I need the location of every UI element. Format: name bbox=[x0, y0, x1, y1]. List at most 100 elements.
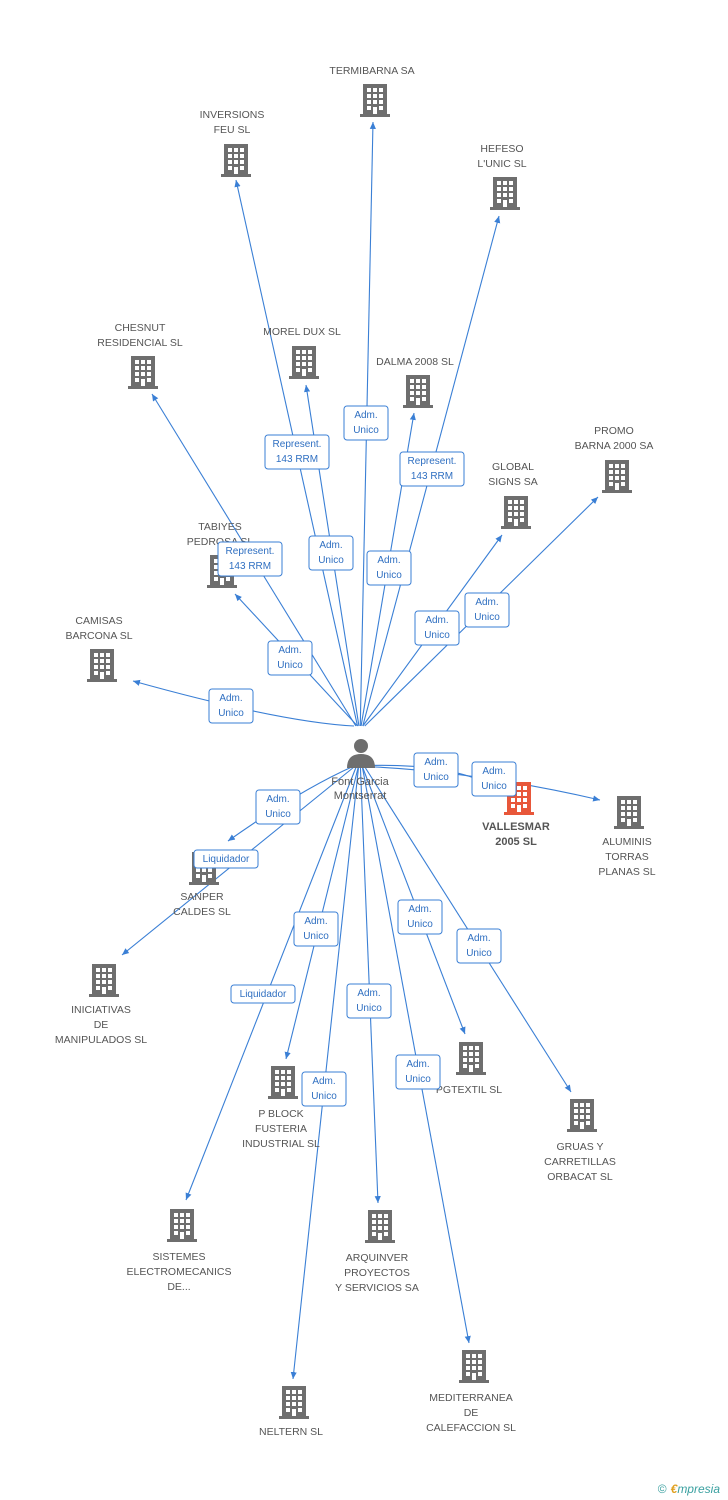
edge-label-text: Unico bbox=[481, 781, 507, 792]
building-icon bbox=[221, 144, 251, 177]
building-icon bbox=[614, 796, 644, 829]
edge-label-hefeso[interactable]: Represent. 143 RRM bbox=[399, 451, 465, 487]
company-label: DE bbox=[464, 1407, 479, 1419]
company-label: CARRETILLAS bbox=[544, 1156, 616, 1168]
edge-label-neltern[interactable]: Adm.Unico bbox=[301, 1071, 347, 1107]
company-label: ARQUINVER bbox=[346, 1252, 409, 1264]
edge-label-gruas[interactable]: Adm.Unico bbox=[456, 928, 502, 964]
company-label: VALLESMAR bbox=[482, 821, 550, 833]
edge-label-box bbox=[255, 789, 301, 825]
edge-label-pgtextil[interactable]: Adm.Unico bbox=[397, 899, 443, 935]
edge-label-morel-dux[interactable]: Adm. Unico bbox=[308, 535, 354, 571]
edge-label-box bbox=[208, 688, 254, 724]
edge-label-text: Unico bbox=[318, 555, 344, 566]
edge-label-chesnut[interactable]: Represent. 143 RRM bbox=[217, 541, 283, 577]
edge-label-text: Represent. bbox=[226, 546, 275, 557]
company-label: ALUMINIS bbox=[602, 836, 652, 848]
edge-label-sanper-caldes[interactable]: Adm.Unico bbox=[255, 789, 301, 825]
company-label: PROYECTOS bbox=[344, 1267, 410, 1279]
company-node-termibarna[interactable]: TERMIBARNA SA bbox=[329, 65, 415, 117]
company-label: CAMISAS bbox=[75, 615, 122, 627]
edge-label-text: 143 RRM bbox=[229, 561, 271, 572]
edge-label-promo-barna[interactable]: Adm.Unico bbox=[464, 592, 510, 628]
edge-label-text: Represent. bbox=[273, 439, 322, 450]
edge-label-inversions-feu[interactable]: Represent.143 RRM bbox=[264, 434, 330, 470]
edge-label-text: Unico bbox=[423, 772, 449, 783]
edge-label-mediterranea[interactable]: Adm.Unico bbox=[395, 1054, 441, 1090]
edge-label-text: Adm. bbox=[304, 916, 327, 927]
building-icon bbox=[403, 375, 433, 408]
edge-label-aluminis-torras[interactable]: Adm. Unico bbox=[471, 761, 517, 797]
building-icon bbox=[128, 356, 158, 389]
building-icon bbox=[268, 1066, 298, 1099]
company-label: SIGNS SA bbox=[488, 476, 538, 488]
edge-label-text: Adm. bbox=[219, 693, 242, 704]
edge-label-box bbox=[267, 640, 313, 676]
edge-label-tabiyes-pedrosa[interactable]: Adm. Unico bbox=[267, 640, 313, 676]
edge-label-text: Unico bbox=[424, 630, 450, 641]
copyright-symbol: © bbox=[657, 1482, 667, 1496]
edge-label-iniciativas[interactable]: Liquidador bbox=[193, 849, 259, 869]
edge-label-text: Represent. bbox=[408, 456, 457, 467]
edge-label-box bbox=[464, 592, 510, 628]
company-label: FUSTERIA bbox=[255, 1123, 307, 1135]
edge-label-box bbox=[193, 849, 259, 869]
edge-label-box bbox=[308, 535, 354, 571]
edge-label-text: Unico bbox=[376, 570, 402, 581]
brand-logo[interactable]: €mpresia bbox=[671, 1482, 720, 1496]
edge-label-text: Unico bbox=[265, 809, 291, 820]
edge-label-box bbox=[413, 752, 459, 788]
edge-label-text: Unico bbox=[303, 931, 329, 942]
edge-label-text: Unico bbox=[356, 1003, 382, 1014]
edge-label-termibarna[interactable]: Adm. Unico bbox=[343, 405, 389, 441]
edge-label-text: Unico bbox=[277, 660, 303, 671]
edge-label-text: Adm. bbox=[278, 645, 301, 656]
company-label: ELECTROMECANICS bbox=[126, 1266, 231, 1278]
company-node-sistemes[interactable]: SISTEMESELECTROMECANICSDE... bbox=[126, 1209, 232, 1293]
building-icon bbox=[456, 1042, 486, 1075]
company-label: TORRAS bbox=[605, 851, 649, 863]
company-node-dalma-2008[interactable]: DALMA 2008 SL bbox=[376, 356, 454, 408]
edge-label-text: Adm. bbox=[354, 410, 377, 421]
company-label: CHESNUT bbox=[115, 322, 166, 334]
edge-label-text: 143 RRM bbox=[411, 471, 453, 482]
edge-label-arquinver[interactable]: Adm. Unico bbox=[346, 983, 392, 1019]
company-node-neltern[interactable]: NELTERN SL bbox=[259, 1386, 323, 1438]
edge-label-p-block[interactable]: Adm. Unico bbox=[293, 911, 339, 947]
building-icon bbox=[360, 84, 390, 117]
edge-label-vallesmar[interactable]: Adm.Unico bbox=[413, 752, 459, 788]
building-icon bbox=[490, 177, 520, 210]
edge-label-text: Unico bbox=[353, 425, 379, 436]
person-name: Font Garcia bbox=[331, 776, 389, 788]
edge-label-global-signs[interactable]: Adm.Unico bbox=[414, 610, 460, 646]
company-label: DALMA 2008 SL bbox=[376, 356, 454, 368]
edge-label-camisas-barcona[interactable]: Adm.Unico bbox=[208, 688, 254, 724]
company-label: TABIYES bbox=[198, 521, 242, 533]
edge-label-sistemes[interactable]: Liquidador bbox=[230, 984, 296, 1004]
edge-label-text: Adm. bbox=[482, 766, 505, 777]
company-node-morel-dux[interactable]: MOREL DUX SL bbox=[263, 326, 341, 379]
edge-label-dalma-2008[interactable]: Adm.Unico bbox=[366, 550, 412, 586]
edge-label-text: Adm. bbox=[357, 988, 380, 999]
company-label: CALDES SL bbox=[173, 906, 231, 918]
edge-label-text: Adm. bbox=[319, 540, 342, 551]
company-node-pgtextil[interactable]: PGTEXTIL SL bbox=[436, 1042, 502, 1096]
company-label: INVERSIONS bbox=[200, 109, 265, 121]
